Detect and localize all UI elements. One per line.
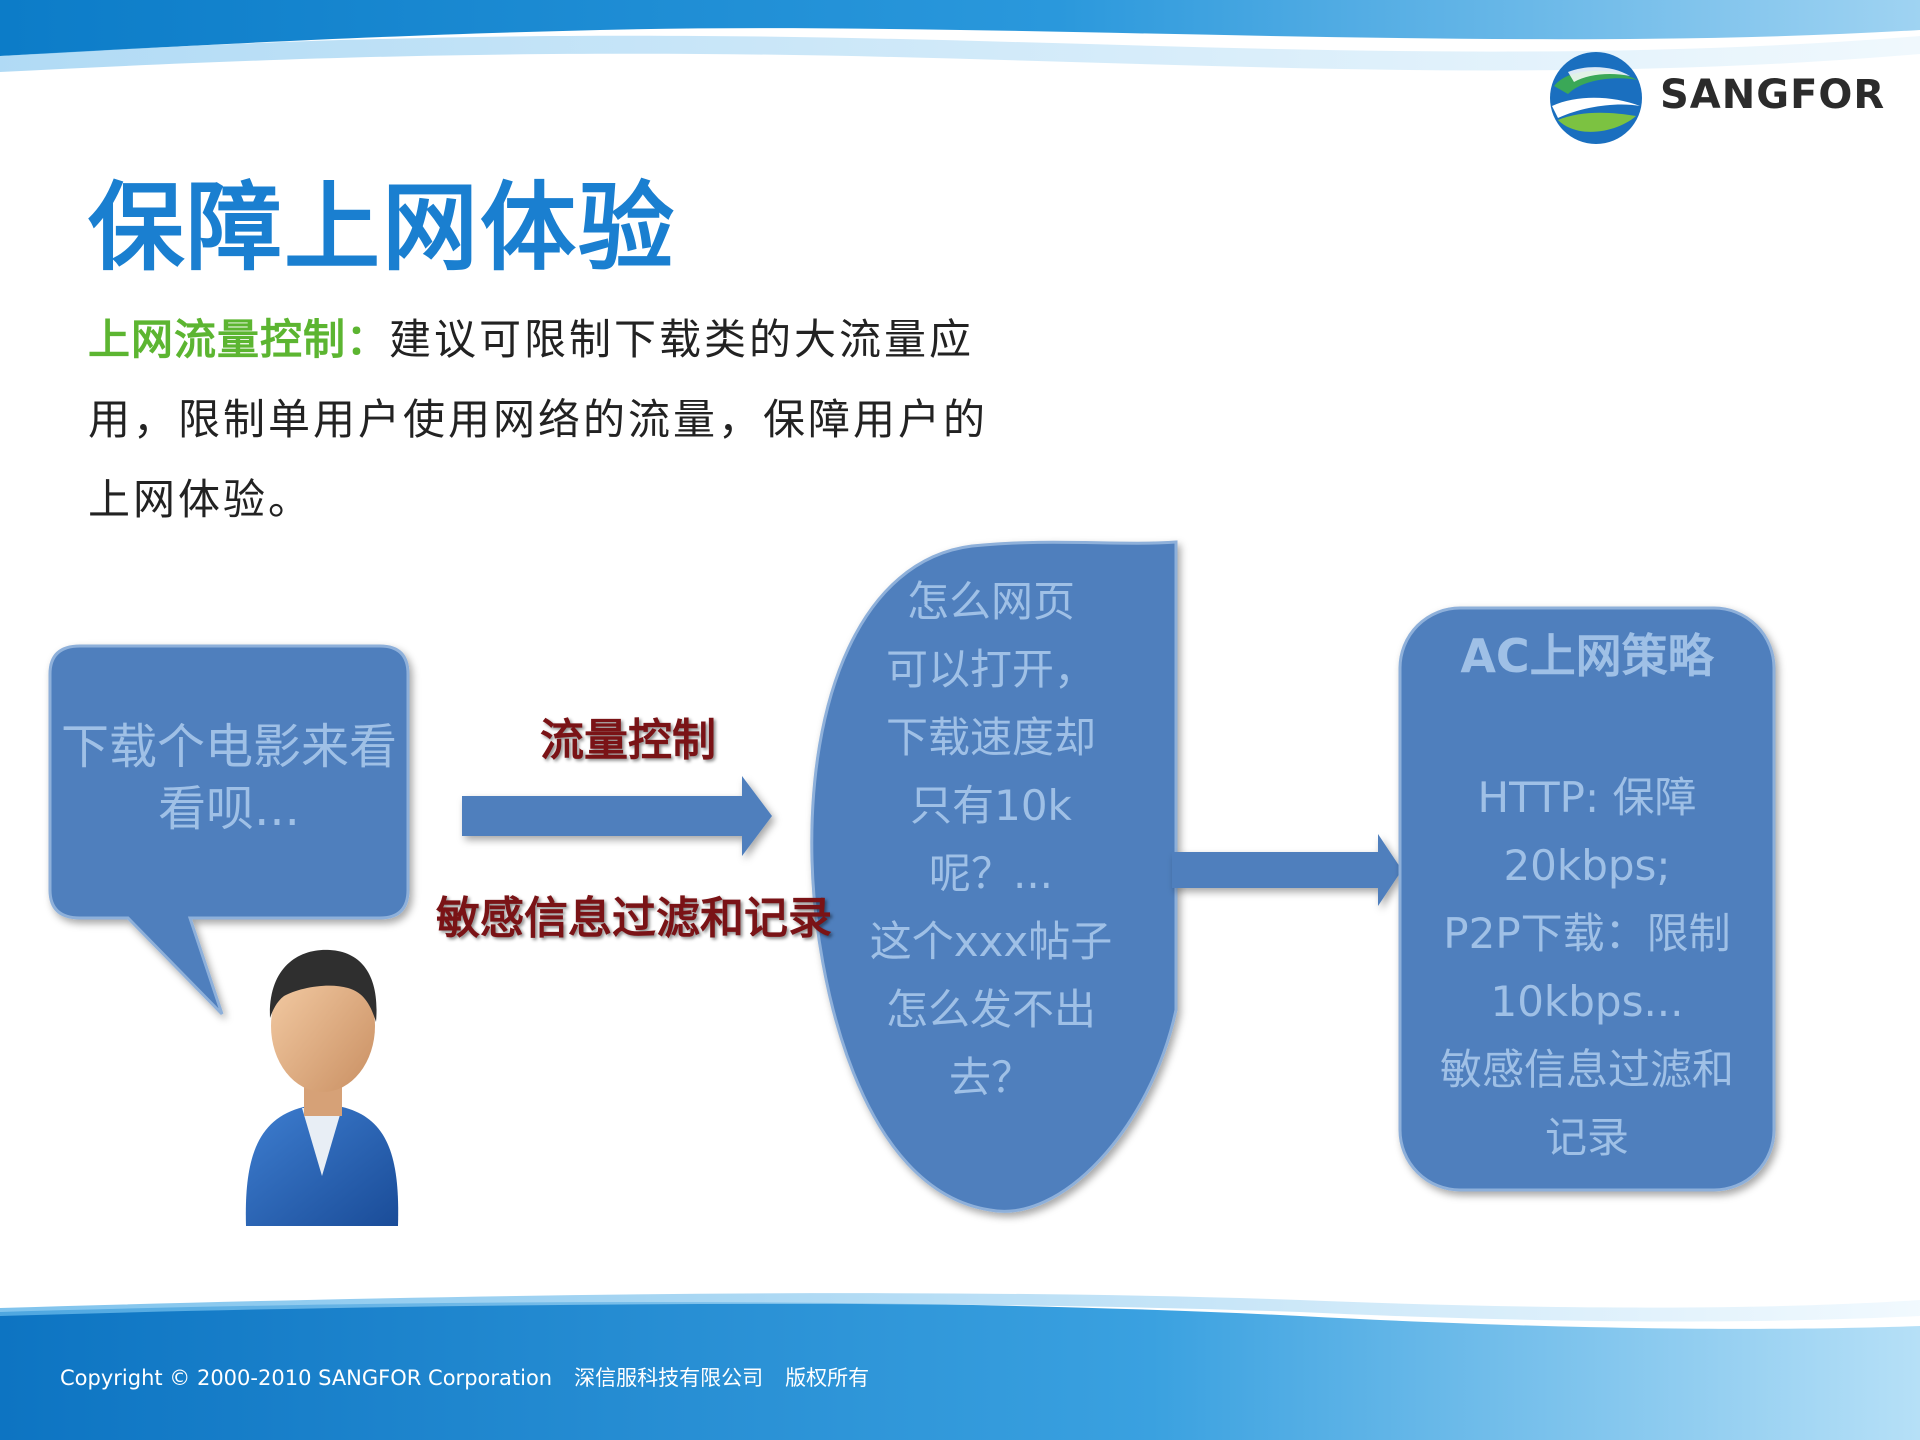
top-wave-light [0, 35, 1920, 72]
flow-arrow-right [1172, 834, 1402, 906]
user-speech-bubble [48, 644, 410, 1016]
user-bubble-text: 下载个电影来看 看呗... [60, 719, 397, 837]
highlight-label: 上网流量控制： [88, 315, 390, 364]
footer-company: 深信服科技有限公司 [574, 1366, 764, 1390]
footer-copyright: Copyright © 2000-2010 SANGFOR Corporatio… [60, 1366, 553, 1390]
bottom-wave-light [0, 1293, 1920, 1322]
brand-name: SANGFOR [1660, 72, 1886, 118]
sangfor-logo-icon [1550, 52, 1642, 144]
slide-title: 保障上网体验 [88, 172, 676, 284]
footer-rights: 版权所有 [785, 1366, 870, 1390]
top-wave [0, 0, 1920, 56]
policy-box-title: AC上网策略 [1460, 629, 1714, 683]
user-avatar-icon [245, 949, 399, 1226]
bottom-wave [0, 1302, 1920, 1440]
flow-label-filtering: 敏感信息过滤和记录 [436, 893, 832, 944]
flow-arrow-left [462, 776, 772, 856]
flow-label-traffic-control: 流量控制 [540, 715, 716, 766]
policy-box-body: HTTP: 保障 20kbps; P2P下载：限制 10kbps... 敏感信息… [1439, 773, 1734, 1162]
question-bubble [810, 540, 1178, 1213]
policy-box [1398, 606, 1776, 1192]
question-bubble-text: 怎么网页 可以打开， 下载速度却 只有10k 呢？... 这个xxx帖子 怎么发… [869, 577, 1113, 1102]
body-text: 建议可限制下载类的大流量应用，限制单用户使用网络的流量，保障用户的上网体验。 [88, 315, 989, 524]
footer: Copyright © 2000-2010 SANGFOR Corporatio… [60, 1362, 891, 1392]
body-paragraph: 上网流量控制：建议可限制下载类的大流量应用，限制单用户使用网络的流量，保障用户的… [88, 300, 1028, 540]
